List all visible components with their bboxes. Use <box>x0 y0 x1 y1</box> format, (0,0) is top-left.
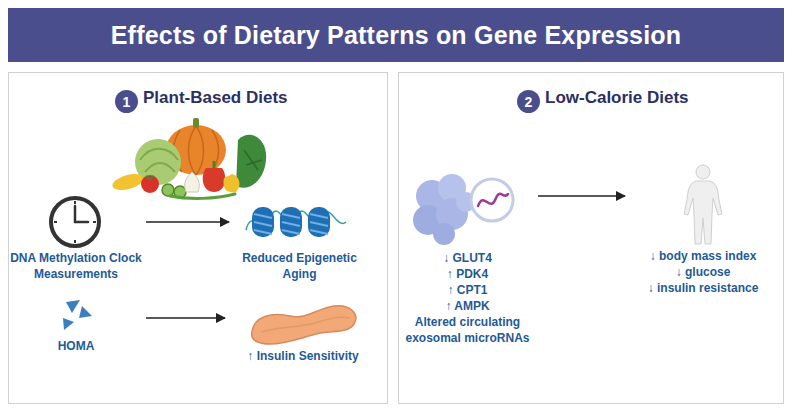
node-label: ↓ glucose <box>676 264 731 280</box>
panel-heading: Low-Calorie Diets <box>545 88 689 108</box>
node-label: ↓ body mass index <box>650 248 757 264</box>
triangle-symbol <box>63 318 74 330</box>
cabbage-leaves <box>140 149 178 172</box>
red-pepper <box>203 168 226 192</box>
rna-strand <box>478 194 508 206</box>
green-bean <box>170 194 235 198</box>
node-label: ↓ insulin resistance <box>648 280 759 296</box>
nucleosome <box>252 207 274 237</box>
triangle-symbol <box>79 306 92 318</box>
clock-hand <box>75 221 88 224</box>
title-text: Effects of Dietary Patterns on Gene Expr… <box>111 21 681 50</box>
nucleosome <box>280 207 302 237</box>
clock-tick <box>74 240 76 243</box>
pepper-stem <box>213 161 216 168</box>
measure-node: HOMA <box>9 290 143 360</box>
cucumber-slice <box>174 186 186 198</box>
figure-head <box>696 165 710 179</box>
node-label: ↑ AMPK <box>445 298 489 314</box>
node-label: HOMA <box>58 338 95 354</box>
pancreas-shape <box>252 306 356 344</box>
tomato <box>141 175 159 193</box>
flow-arrow <box>146 221 229 223</box>
dna-strand <box>246 211 346 230</box>
clock-face <box>51 198 99 246</box>
clock-hand <box>74 206 77 222</box>
clock-tick <box>93 221 96 223</box>
yellow-squash <box>111 171 146 193</box>
yellow-pepper <box>224 174 240 192</box>
pancreas-icon <box>252 306 356 344</box>
step-number: 2 <box>525 94 533 110</box>
nucleosome-icon <box>246 207 346 237</box>
microrna-icon <box>471 179 513 221</box>
cabbage <box>135 139 181 185</box>
pumpkin-ribs <box>173 126 218 175</box>
clock-tick <box>54 221 57 223</box>
protein-icon <box>413 174 476 245</box>
outcome-node: Reduced Epigenetic Aging <box>232 195 367 285</box>
pumpkin <box>166 125 226 175</box>
outcome-node: ↓ body mass index↓ glucose↓ insulin resi… <box>628 160 778 295</box>
diet-panel: Plant-Based Diets 1DNA Methylation Clock … <box>8 72 388 404</box>
vegetables-illustration <box>111 118 266 198</box>
clock-tick <box>74 201 76 204</box>
cucumber-slice <box>162 184 174 196</box>
human-figure <box>684 165 722 244</box>
leafy-green <box>236 135 266 188</box>
diet-panel: Low-Calorie Diets 2 ↓ GLUT4↑ PDK4↑ CPT1↑ A… <box>398 72 784 404</box>
pancreas-duct <box>262 317 350 332</box>
node-label: DNA Methylation Clock Measurements <box>9 250 143 282</box>
gene-list-node: ↓ GLUT4↑ PDK4↑ CPT1↑ AMPKAltered circula… <box>400 170 535 350</box>
step-badge: 2 <box>517 90 540 113</box>
measure-node: DNA Methylation Clock Measurements <box>9 195 143 285</box>
garlic <box>185 172 200 192</box>
node-label: ↑ PDK4 <box>447 266 488 282</box>
pumpkin-stem <box>193 118 199 128</box>
title-band: Effects of Dietary Patterns on Gene Expr… <box>8 8 784 62</box>
exosome-circle <box>471 179 513 221</box>
node-label: Reduced Epigenetic Aging <box>232 250 367 282</box>
triangle-symbol <box>66 300 80 313</box>
step-badge: 1 <box>115 90 138 113</box>
node-label: ↓ GLUT4 <box>443 250 492 266</box>
outcome-node: ↑ Insulin Sensitivity <box>228 290 378 370</box>
node-label: ↑ CPT1 <box>447 282 487 298</box>
flow-arrow <box>146 317 225 319</box>
panel-heading: Plant-Based Diets <box>143 88 288 108</box>
step-number: 1 <box>123 94 131 110</box>
homa-icon <box>63 300 92 330</box>
tomato-stem <box>146 176 154 179</box>
nucleosome <box>308 207 330 237</box>
node-label: ↑ Insulin Sensitivity <box>247 348 358 364</box>
clock-icon <box>51 198 99 246</box>
leaf-vein <box>244 150 262 170</box>
figure-body <box>684 181 722 244</box>
node-label: Altered circulating exosomal microRNAs <box>400 314 535 346</box>
flow-arrow <box>538 195 625 197</box>
